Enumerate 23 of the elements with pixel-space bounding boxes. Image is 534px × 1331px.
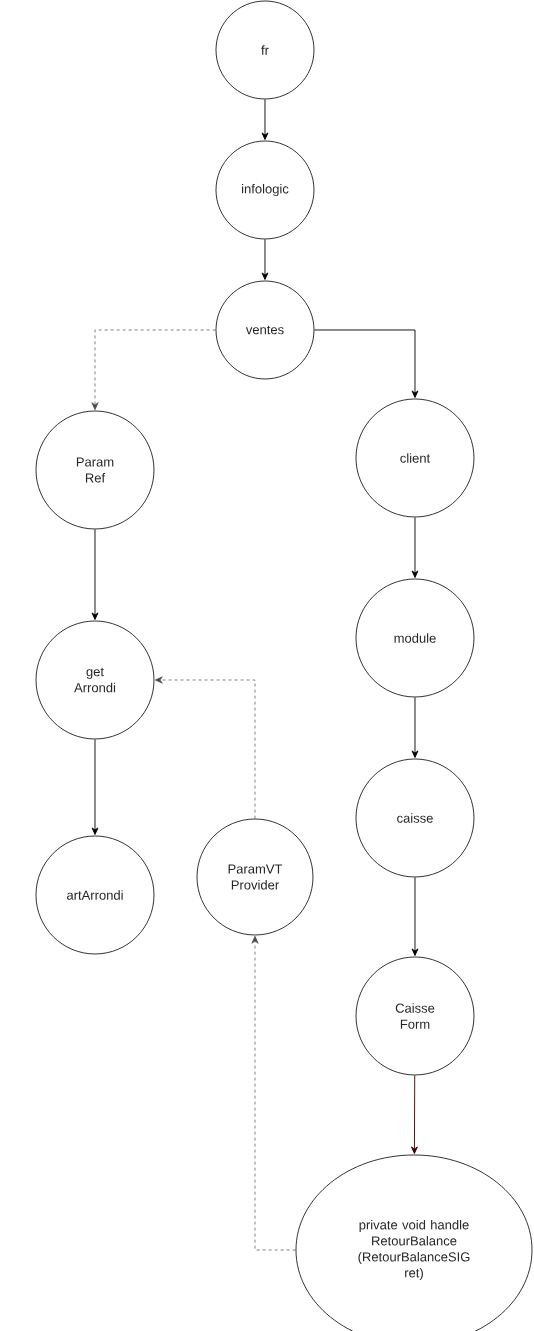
circle-node: infologic xyxy=(215,140,315,240)
circle-node: module xyxy=(355,578,475,698)
arrow xyxy=(411,516,419,578)
arrow xyxy=(313,329,419,398)
circle-node: ParamVT Provider xyxy=(196,818,314,936)
arrow xyxy=(251,935,296,1251)
circle-node: Caisse Form xyxy=(355,956,475,1076)
circle-node: artArrondi xyxy=(35,835,155,955)
arrow xyxy=(91,738,99,835)
circle-node: Param Ref xyxy=(35,410,155,530)
circle-node: get Arrondi xyxy=(35,620,155,740)
circle-node: fr xyxy=(215,0,315,100)
arrow xyxy=(91,528,99,620)
arrow xyxy=(91,329,216,411)
arrow xyxy=(154,676,256,819)
arrow xyxy=(261,98,269,140)
circle-node: ventes xyxy=(215,280,315,380)
circle-node: caisse xyxy=(355,758,475,878)
arrow xyxy=(411,1074,418,1154)
circle-node: client xyxy=(355,398,475,518)
arrow xyxy=(411,876,419,956)
arrow xyxy=(411,696,419,758)
arrow xyxy=(261,238,269,280)
